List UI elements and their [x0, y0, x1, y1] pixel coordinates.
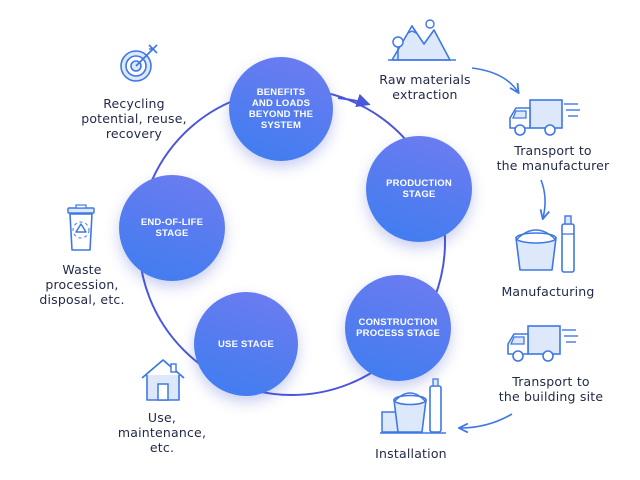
caption-use: Use, maintenance, etc. [117, 410, 207, 455]
stage-label: BENEFITS AND LOADS BEYOND THE SYSTEM [248, 87, 314, 131]
mountains-icon [388, 19, 456, 61]
stage-label: USE STAGE [218, 338, 274, 350]
target-icon [120, 44, 158, 82]
stage-production: PRODUCTION STAGE [366, 136, 472, 242]
arrow-transport-to-installation [460, 413, 513, 428]
stage-end-of-life: END-OF-LIFE STAGE [119, 175, 225, 281]
stage-benefits: BENEFITS AND LOADS BEYOND THE SYSTEM [229, 57, 333, 161]
truck-icon [509, 99, 580, 136]
caption-transport-manufacturer: Transport to the manufacturer [496, 143, 610, 173]
caption-transport-site: Transport to the building site [498, 374, 604, 404]
paint-bucket-icon [380, 378, 446, 434]
stage-construction: CONSTRUCTION PROCESS STAGE [345, 275, 451, 381]
stage-use: USE STAGE [194, 292, 298, 396]
ring-arrow [337, 93, 371, 108]
stage-label: END-OF-LIFE STAGE [140, 217, 204, 239]
caption-raw-materials: Raw materials extraction [379, 72, 471, 102]
truck-icon [507, 325, 578, 362]
caption-installation: Installation [375, 446, 447, 461]
house-icon [141, 359, 185, 401]
stage-label: PRODUCTION STAGE [386, 178, 452, 200]
arrow-raw-to-transport [471, 67, 518, 92]
arrow-transport-to-manufacturing [541, 179, 545, 218]
paint-bucket-icon [515, 215, 575, 273]
recycle-bin-icon [67, 204, 95, 251]
caption-manufacturing: Manufacturing [501, 284, 595, 299]
caption-recycling: Recycling potential, reuse, recovery [81, 96, 187, 141]
caption-waste: Waste procession, disposal, etc. [39, 262, 125, 307]
stage-label: CONSTRUCTION PROCESS STAGE [356, 317, 440, 339]
